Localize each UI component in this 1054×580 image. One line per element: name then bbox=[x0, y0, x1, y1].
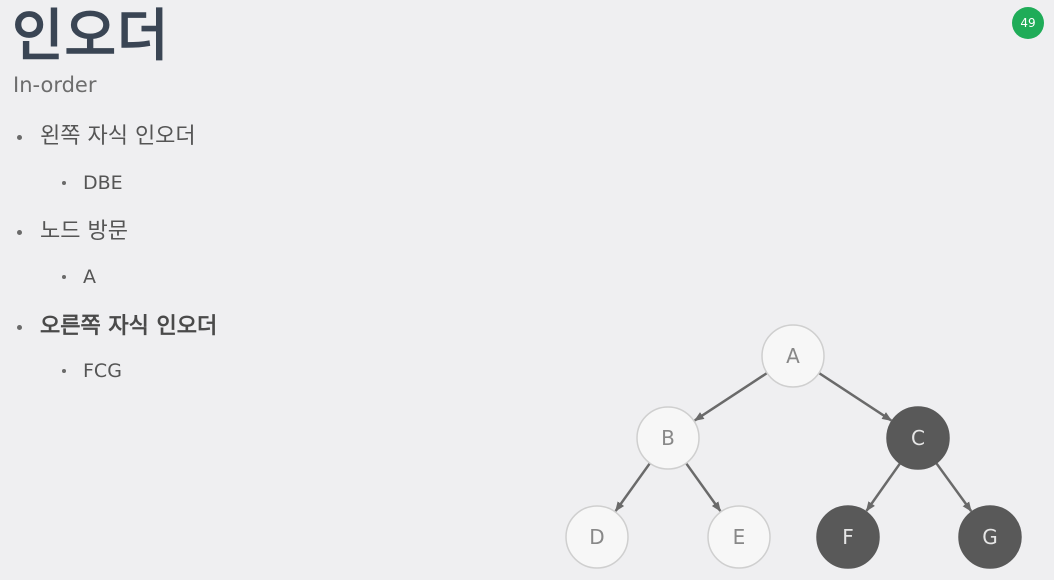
node-label: E bbox=[733, 525, 746, 549]
node-circle bbox=[707, 505, 771, 569]
tree-node-D: D bbox=[565, 505, 629, 569]
node-circle bbox=[958, 505, 1022, 569]
node-label: C bbox=[911, 426, 925, 450]
edge-C-F bbox=[865, 462, 902, 512]
tree-node-A: A bbox=[761, 324, 825, 388]
tree-node-C: C bbox=[886, 406, 950, 470]
bullet-visit-node: 노드 방문 bbox=[17, 219, 128, 244]
node-circle bbox=[816, 505, 880, 569]
bullet-right-child-inorder: 오른쪽 자식 인오더 bbox=[16, 314, 218, 339]
node-circle bbox=[636, 406, 700, 470]
node-label: A bbox=[786, 344, 800, 368]
edge-A-B bbox=[693, 371, 768, 422]
edge-A-C bbox=[818, 371, 893, 422]
tree-node-G: G bbox=[958, 505, 1022, 569]
edge-B-D bbox=[614, 462, 651, 512]
tree-node-F: F bbox=[816, 505, 880, 569]
sub-bullet-fcg: FCG bbox=[62, 360, 122, 382]
node-circle bbox=[565, 505, 629, 569]
bullet-left-child-inorder: 왼쪽 자식 인오더 bbox=[17, 124, 196, 149]
node-label: D bbox=[589, 525, 604, 549]
node-label: F bbox=[842, 525, 854, 549]
tree-node-B: B bbox=[636, 406, 700, 470]
node-circle bbox=[886, 406, 950, 470]
slide-subtitle: In-order bbox=[13, 73, 97, 97]
page-number-badge: 49 bbox=[1012, 7, 1044, 39]
node-circle bbox=[761, 324, 825, 388]
node-label: B bbox=[661, 426, 675, 450]
sub-bullet-a: A bbox=[62, 266, 96, 288]
sub-bullet-dbe: DBE bbox=[62, 172, 123, 194]
slide-title: 인오더 bbox=[12, 4, 170, 69]
tree-node-E: E bbox=[707, 505, 771, 569]
edge-C-G bbox=[935, 462, 973, 512]
edge-B-E bbox=[685, 462, 722, 512]
node-label: G bbox=[982, 525, 998, 549]
